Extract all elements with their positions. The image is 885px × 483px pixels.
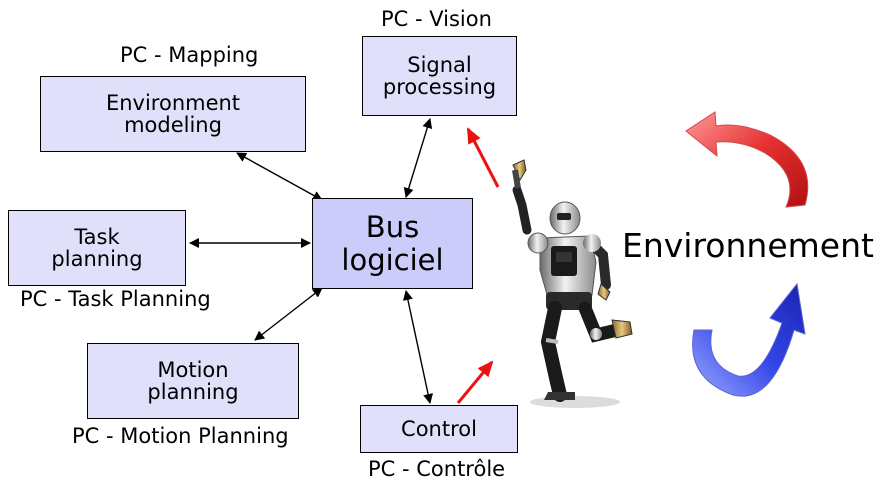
caption-pc-mapping: PC - Mapping [120, 43, 259, 67]
motion-line2: planning [147, 380, 239, 404]
link-envmodel-bus [236, 152, 323, 201]
environment-modeling-box: Environment modeling [40, 76, 306, 152]
caption-pc-vision: PC - Vision [381, 7, 492, 31]
signal-processing-box: Signal processing [362, 36, 517, 116]
link-motion-bus [254, 287, 323, 341]
link-signal-bus [403, 118, 433, 198]
caption-pc-task-planning: PC - Task Planning [20, 287, 211, 311]
task-planning-box: Task planning [8, 210, 186, 286]
envmodel-line2: modeling [124, 113, 222, 137]
motion-line1: Motion [157, 357, 229, 382]
task-line2: planning [51, 247, 143, 271]
control-box: Control [360, 405, 518, 453]
humanoid-robot-icon [512, 159, 633, 408]
signal-line2: processing [382, 75, 497, 99]
environment-label: Environnement [622, 226, 874, 265]
red-arrow-to-signal [466, 127, 500, 188]
bus-logiciel-box: Bus logiciel [312, 198, 473, 289]
red-arrow-from-control [456, 360, 494, 404]
link-control-bus [402, 290, 434, 404]
caption-pc-motion-planning: PC - Motion Planning [72, 424, 289, 448]
task-line1: Task [74, 224, 120, 249]
signal-line1: Signal [407, 52, 472, 77]
caption-pc-controle: PC - Contrôle [368, 457, 506, 481]
curved-arrow-bottom-icon [692, 282, 806, 397]
curved-arrow-top-icon [685, 111, 809, 208]
bus-line2: logiciel [341, 242, 444, 277]
bus-line1: Bus [365, 210, 420, 245]
envmodel-line1: Environment [105, 90, 241, 115]
motion-planning-box: Motion planning [87, 343, 299, 419]
control-line1: Control [401, 416, 477, 441]
